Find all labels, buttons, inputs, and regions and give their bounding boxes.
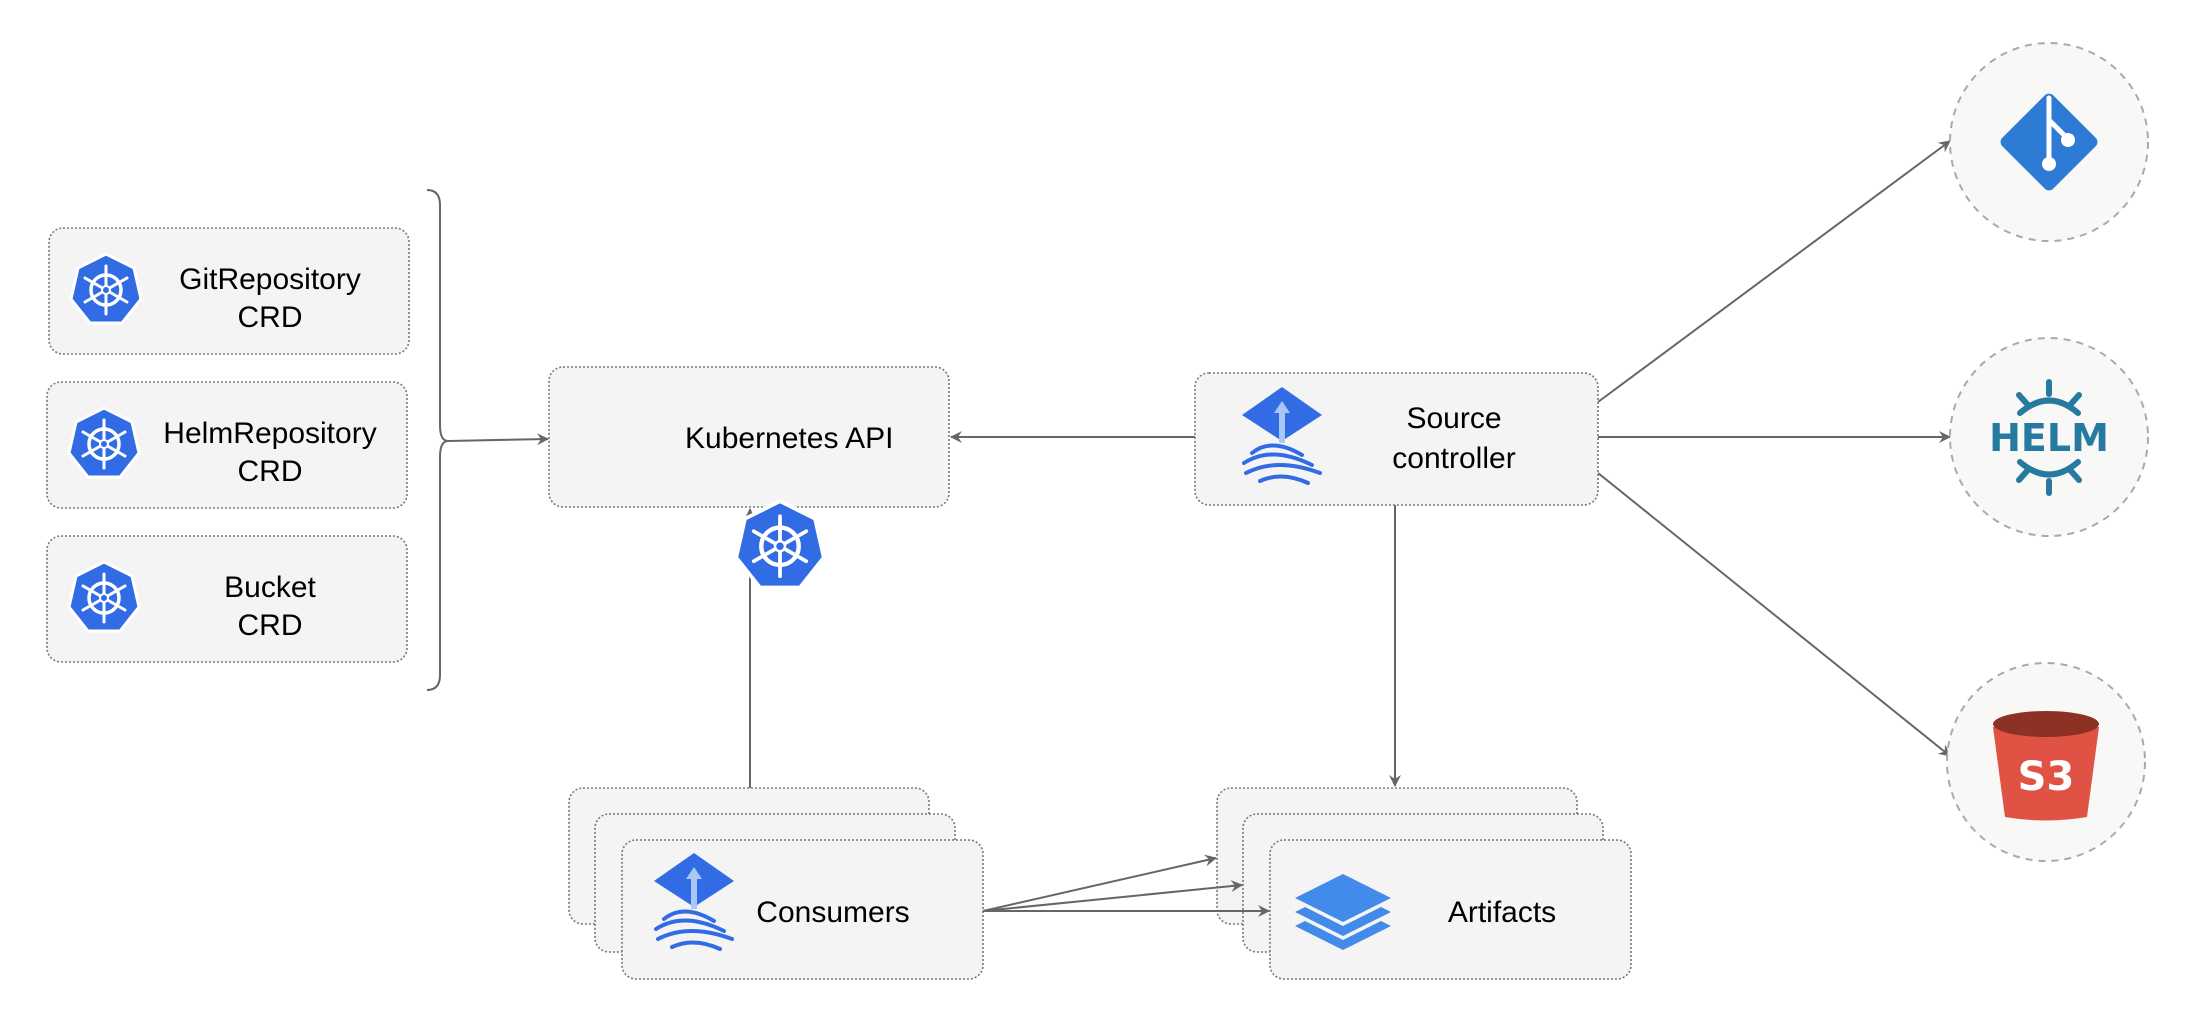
crd-label: GitRepository	[179, 263, 361, 296]
helm-source[interactable]: HELM	[1949, 337, 2149, 537]
consumers-node[interactable]: Consumers	[568, 787, 984, 980]
crd-gitrepository[interactable]: GitRepository CRD	[48, 227, 410, 355]
source-controller-label: Source	[1406, 402, 1501, 435]
helm-icon	[2016, 379, 2082, 496]
crd-helmrepository[interactable]: HelmRepository CRD	[46, 381, 408, 509]
edge-consumers-to-artifacts	[982, 880, 1243, 912]
crd-label: CRD	[238, 301, 303, 334]
crd-label: Bucket	[224, 571, 316, 604]
s3-bucket-icon	[1993, 711, 2099, 821]
consumers-label: Consumers	[756, 896, 909, 929]
kubernetes-api-label: Kubernetes API	[685, 422, 893, 455]
source-controller-node[interactable]: Source controller	[1194, 372, 1599, 506]
crd-label: CRD	[238, 609, 303, 642]
artifacts-node[interactable]: Artifacts	[1216, 787, 1632, 980]
crd-label: CRD	[238, 455, 303, 488]
crd-bucket[interactable]: Bucket CRD	[46, 535, 408, 663]
edge-consumers-to-artifacts	[982, 854, 1217, 912]
crd-label: HelmRepository	[163, 417, 376, 450]
edge-controller-to-s3	[1597, 472, 1951, 757]
helm-label: HELM	[1989, 416, 2109, 460]
edge-crds-to-api	[447, 433, 549, 446]
crd-brace	[426, 189, 449, 691]
s3-label: S3	[2018, 754, 2075, 800]
s3-source[interactable]: S3	[1946, 662, 2146, 862]
source-controller-label: controller	[1392, 442, 1515, 475]
kubernetes-api-node[interactable]: Kubernetes API	[548, 366, 950, 588]
git-icon	[2000, 93, 2098, 191]
git-source[interactable]	[1949, 42, 2149, 242]
edge-controller-to-git	[1597, 140, 1951, 403]
artifacts-label: Artifacts	[1448, 896, 1556, 929]
